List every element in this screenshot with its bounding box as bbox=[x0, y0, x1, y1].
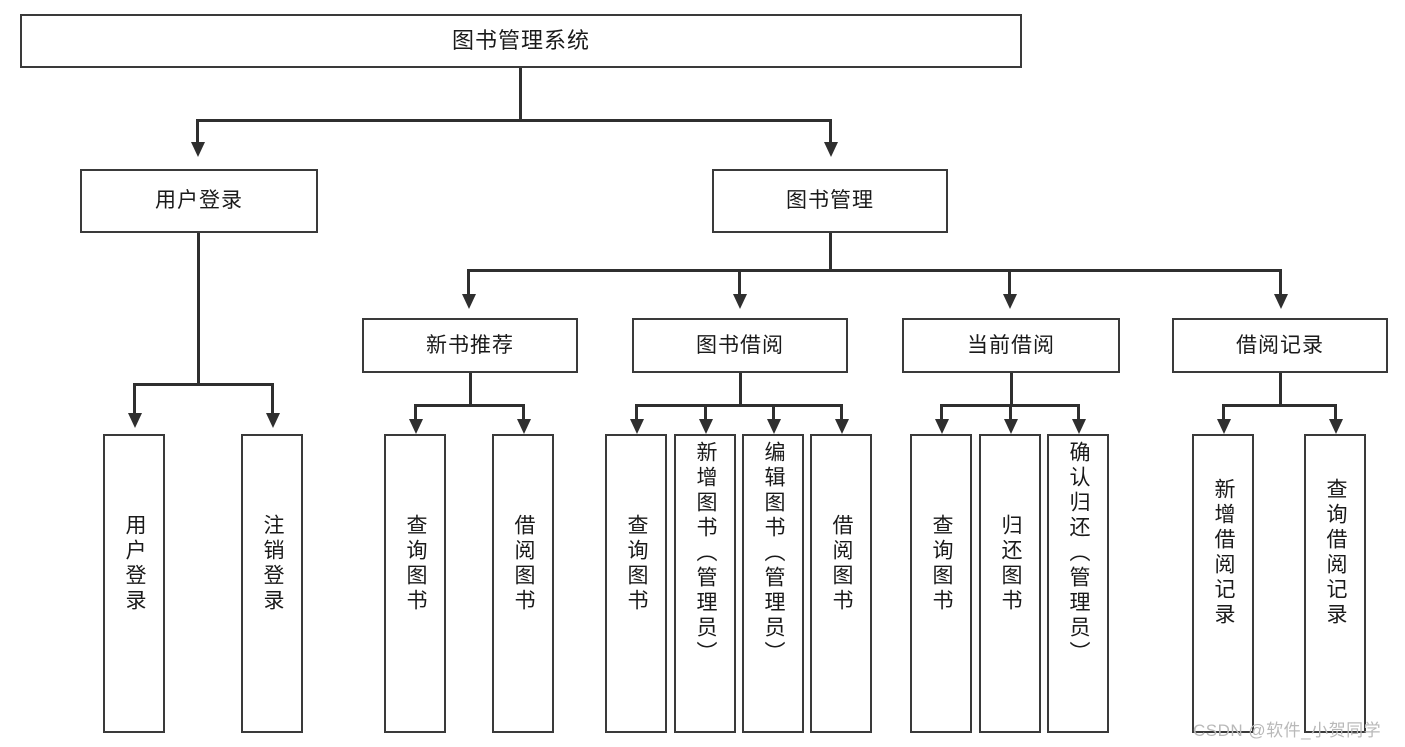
connector-br-c2 bbox=[1334, 404, 1337, 422]
leaf-bb-add-book-admin[interactable]: 新增图书（管理员） bbox=[674, 434, 736, 733]
arrow-to-leaf-cb-3 bbox=[1072, 419, 1086, 434]
leaf-user-login[interactable]: 用户登录 bbox=[103, 434, 165, 733]
connector-bb-down bbox=[739, 373, 742, 406]
leaf-label: 用户登录 bbox=[123, 514, 147, 614]
arrow-to-book-borrow bbox=[733, 294, 747, 309]
node-label: 新书推荐 bbox=[426, 333, 514, 357]
connector-to-l3-3 bbox=[1008, 269, 1011, 295]
leaf-br-query-record[interactable]: 查询借阅记录 bbox=[1304, 434, 1366, 733]
arrow-to-borrow-record bbox=[1274, 294, 1288, 309]
connector-cb-down bbox=[1010, 373, 1013, 406]
connector-nbr-c1 bbox=[414, 404, 417, 422]
connector-to-l3-1 bbox=[467, 269, 470, 295]
connector-cb-c2 bbox=[1009, 404, 1012, 422]
node-label: 当前借阅 bbox=[967, 333, 1055, 357]
leaf-br-add-record[interactable]: 新增借阅记录 bbox=[1192, 434, 1254, 733]
leaf-label: 借阅图书 bbox=[512, 514, 536, 614]
node-label: 图书借阅 bbox=[696, 333, 784, 357]
connector-userlogin-l1 bbox=[133, 383, 136, 414]
arrow-to-leaf-bb-4 bbox=[835, 419, 849, 434]
connector-cb-c3 bbox=[1077, 404, 1080, 422]
arrow-to-leaf-nbr-1 bbox=[409, 419, 423, 434]
leaf-cb-query-book[interactable]: 查询图书 bbox=[910, 434, 972, 733]
arrow-to-leaf-br-2 bbox=[1329, 419, 1343, 434]
node-label: 图书管理 bbox=[786, 189, 874, 213]
connector-bb-c2 bbox=[704, 404, 707, 422]
leaf-label: 归还图书 bbox=[999, 514, 1023, 614]
leaf-label: 查询图书 bbox=[930, 514, 954, 614]
node-label: 用户登录 bbox=[155, 189, 243, 213]
leaf-nbr-borrow-book[interactable]: 借阅图书 bbox=[492, 434, 554, 733]
arrow-to-user-login bbox=[191, 142, 205, 157]
leaf-label: 查询借阅记录 bbox=[1324, 478, 1348, 628]
node-user-login[interactable]: 用户登录 bbox=[80, 169, 318, 233]
node-label: 借阅记录 bbox=[1236, 333, 1324, 357]
leaf-bb-borrow-book[interactable]: 借阅图书 bbox=[810, 434, 872, 733]
connector-nbr-bus bbox=[414, 404, 525, 407]
arrow-to-new-book-recommend bbox=[462, 294, 476, 309]
leaf-label: 注销登录 bbox=[261, 514, 285, 614]
node-book-management[interactable]: 图书管理 bbox=[712, 169, 948, 233]
connector-bookmgmt-down bbox=[829, 233, 832, 271]
connector-to-l3-2 bbox=[738, 269, 741, 295]
leaf-label: 确认归还（管理员） bbox=[1067, 441, 1091, 666]
arrow-to-leaf-bb-2 bbox=[699, 419, 713, 434]
node-new-book-recommend[interactable]: 新书推荐 bbox=[362, 318, 578, 373]
leaf-label: 查询图书 bbox=[404, 514, 428, 614]
leaf-cb-confirm-return-admin[interactable]: 确认归还（管理员） bbox=[1047, 434, 1109, 733]
arrow-to-current-borrow bbox=[1003, 294, 1017, 309]
connector-br-c1 bbox=[1222, 404, 1225, 422]
connector-userlogin-l2 bbox=[271, 383, 274, 414]
leaf-bb-query-book[interactable]: 查询图书 bbox=[605, 434, 667, 733]
node-borrow-record[interactable]: 借阅记录 bbox=[1172, 318, 1388, 373]
connector-nbr-c2 bbox=[522, 404, 525, 422]
leaf-label: 查询图书 bbox=[625, 514, 649, 614]
leaf-label: 新增借阅记录 bbox=[1212, 478, 1236, 628]
node-current-borrow[interactable]: 当前借阅 bbox=[902, 318, 1120, 373]
arrow-to-leaf-nbr-2 bbox=[517, 419, 531, 434]
arrow-to-leaf-br-1 bbox=[1217, 419, 1231, 434]
connector-root-to-bookmgmt bbox=[829, 119, 832, 143]
connector-level3-bus bbox=[467, 269, 1279, 272]
connector-to-l3-4 bbox=[1279, 269, 1282, 295]
connector-br-bus bbox=[1222, 404, 1337, 407]
arrow-to-leaf-user-login bbox=[128, 413, 142, 428]
leaf-bb-edit-book-admin[interactable]: 编辑图书（管理员） bbox=[742, 434, 804, 733]
leaf-nbr-query-book[interactable]: 查询图书 bbox=[384, 434, 446, 733]
connector-cb-c1 bbox=[940, 404, 943, 422]
node-book-borrow[interactable]: 图书借阅 bbox=[632, 318, 848, 373]
csdn-watermark: CSDN @软件_小贺同学 bbox=[1193, 721, 1382, 740]
arrow-to-leaf-cb-2 bbox=[1004, 419, 1018, 434]
node-label: 图书管理系统 bbox=[451, 27, 590, 53]
arrow-to-leaf-cb-1 bbox=[935, 419, 949, 434]
leaf-label: 新增图书（管理员） bbox=[694, 441, 718, 666]
arrow-to-leaf-bb-1 bbox=[630, 419, 644, 434]
arrow-to-leaf-logout bbox=[266, 413, 280, 428]
connector-bb-c1 bbox=[635, 404, 638, 422]
arrow-to-book-management bbox=[824, 142, 838, 157]
arrow-to-leaf-bb-3 bbox=[767, 419, 781, 434]
connector-root-to-login bbox=[196, 119, 199, 143]
connector-root-bus bbox=[196, 119, 832, 122]
node-root-system[interactable]: 图书管理系统 bbox=[20, 14, 1022, 68]
connector-bb-bus bbox=[635, 404, 843, 407]
connector-bb-c4 bbox=[840, 404, 843, 422]
connector-userlogin-bus bbox=[133, 383, 274, 386]
connector-br-down bbox=[1279, 373, 1282, 406]
connector-nbr-down bbox=[469, 373, 472, 406]
connector-userlogin-down bbox=[197, 233, 200, 385]
leaf-label: 编辑图书（管理员） bbox=[762, 441, 786, 666]
leaf-logout[interactable]: 注销登录 bbox=[241, 434, 303, 733]
leaf-label: 借阅图书 bbox=[830, 514, 854, 614]
connector-root-down bbox=[519, 68, 522, 120]
leaf-cb-return-book[interactable]: 归还图书 bbox=[979, 434, 1041, 733]
connector-bb-c3 bbox=[772, 404, 775, 422]
